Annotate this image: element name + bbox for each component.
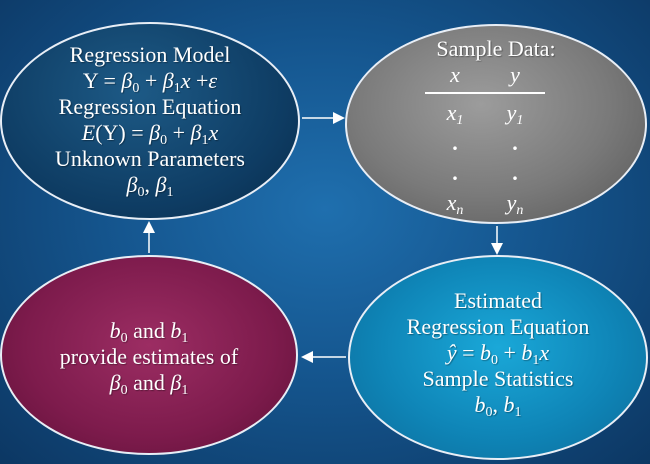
sample-data-title: Sample Data: — [436, 36, 556, 61]
cell-yn: yn — [506, 190, 524, 218]
ellipsis-dot: . — [512, 130, 518, 155]
estimates-line-2: provide estimates of — [59, 344, 239, 369]
regression-equation-formula: E(Y) = β0 + β1x — [81, 120, 219, 148]
sample-table-ellipsis-2: . . — [425, 158, 545, 188]
sample-data-text: Sample Data: — [345, 36, 647, 62]
cell-x1: x1 — [446, 100, 464, 128]
cell-xn: xn — [446, 190, 464, 218]
regression-model-title: Regression Model — [69, 42, 231, 67]
sample-table-row-1: x1 y1 — [425, 98, 545, 128]
ellipsis-dot: . — [452, 130, 458, 155]
estimates-text: b0 and b1 provide estimates of β0 and β1 — [0, 318, 298, 398]
estimated-equation-text: Estimated Regression Equation ŷ = b0 + b… — [348, 288, 648, 420]
estimates-node — [0, 255, 298, 455]
ellipsis-dot: . — [452, 160, 458, 185]
ellipsis-dot: . — [512, 160, 518, 185]
estimated-line-1: Estimated — [454, 288, 542, 313]
estimates-line-1: b0 and b1 — [109, 318, 189, 346]
sample-data-node — [345, 24, 647, 224]
column-x-header: x — [450, 62, 460, 87]
regression-equation-label: Regression Equation — [58, 94, 242, 119]
sample-statistics-symbols: b0, b1 — [474, 392, 522, 420]
estimated-line-2: Regression Equation — [406, 314, 590, 339]
sample-table-header: x y — [425, 60, 545, 90]
estimates-line-3: β0 and β1 — [109, 370, 189, 398]
estimated-formula: ŷ = b0 + b1x — [446, 340, 550, 368]
estimated-equation-node — [348, 255, 648, 460]
unknown-parameters-symbols: β0, β1 — [126, 172, 174, 200]
regression-model-formula: Y = β0 + β1x +ε — [82, 68, 218, 96]
unknown-parameters-label: Unknown Parameters — [54, 146, 245, 171]
column-y-header: y — [510, 62, 520, 87]
estimates-and-2: and — [127, 370, 171, 395]
sample-data-table: x y x1 y1 . . . . xn yn — [425, 60, 545, 218]
regression-model-text: Regression Model Y = β0 + β1x +ε Regress… — [0, 42, 300, 200]
sample-table-rule — [425, 92, 545, 94]
sample-table-row-n: xn yn — [425, 188, 545, 218]
cell-y1: y1 — [506, 100, 524, 128]
regression-model-node — [0, 22, 300, 220]
estimates-and-1: and — [127, 318, 171, 343]
sample-table-ellipsis-1: . . — [425, 128, 545, 158]
sample-statistics-label: Sample Statistics — [422, 366, 574, 391]
